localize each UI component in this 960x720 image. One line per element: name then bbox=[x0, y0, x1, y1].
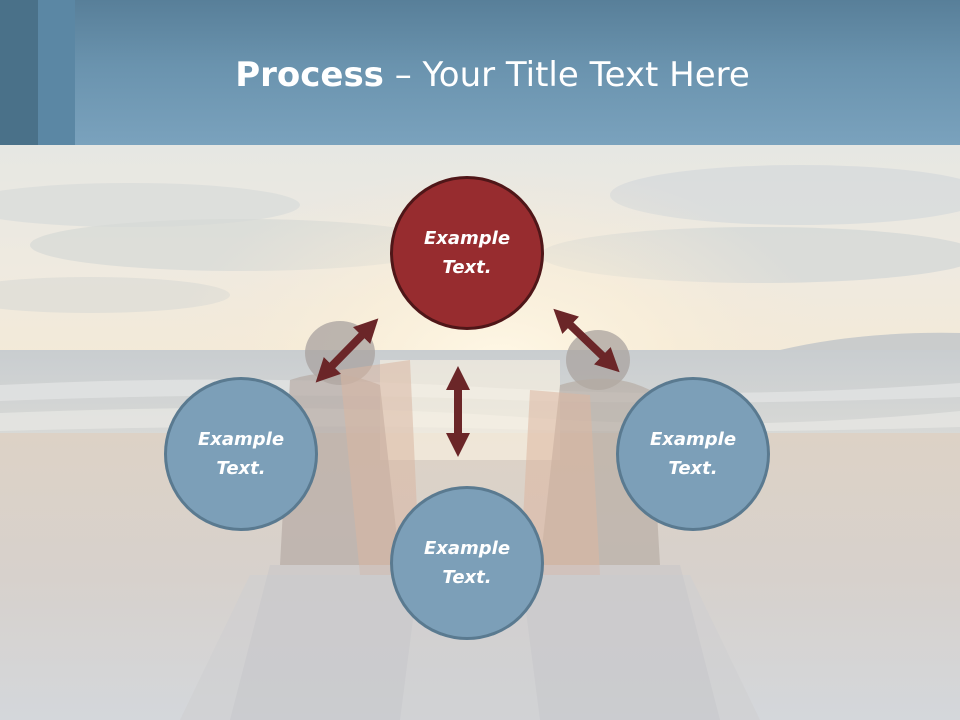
process-node-bottom: Example Text. bbox=[390, 486, 544, 640]
title-rest: – Your Title Text Here bbox=[383, 55, 750, 95]
arrow-top-right bbox=[553, 308, 620, 373]
arrow-top-left bbox=[315, 318, 379, 383]
node-label-bottom: Example Text. bbox=[423, 538, 511, 588]
header-stripe-dark bbox=[0, 0, 38, 145]
node-label-top: Example Text. bbox=[423, 228, 511, 278]
node-label-left: Example Text. bbox=[197, 429, 285, 479]
process-node-left: Example Text. bbox=[164, 377, 318, 531]
process-node-top: Example Text. bbox=[390, 176, 544, 330]
process-node-right: Example Text. bbox=[616, 377, 770, 531]
header-stripe-light bbox=[38, 0, 75, 145]
title-bold: Process bbox=[235, 55, 384, 95]
title-bar bbox=[0, 0, 960, 145]
slide-title: Process – Your Title Text Here bbox=[0, 52, 960, 98]
node-label-right: Example Text. bbox=[649, 429, 737, 479]
